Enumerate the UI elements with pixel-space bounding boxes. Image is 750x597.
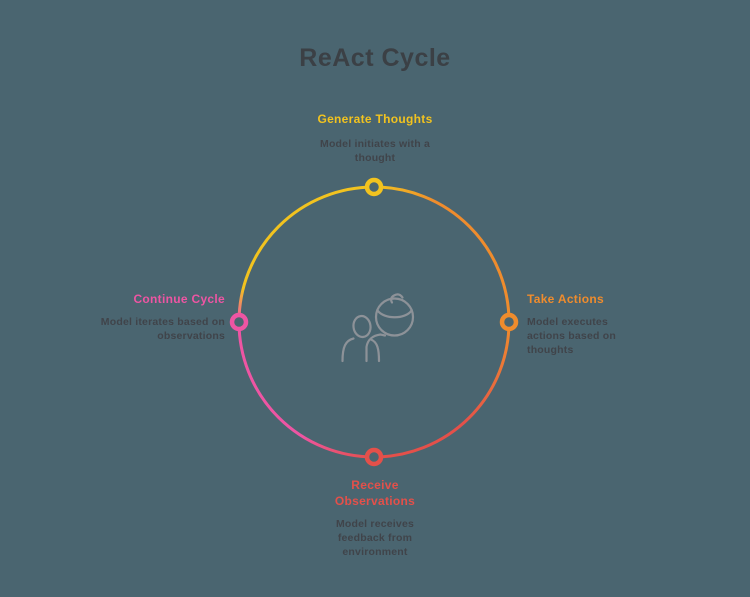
orb-swirl <box>390 293 404 304</box>
stage-desc-receive-observations: Model receives feedback from environment <box>335 518 415 558</box>
stage-desc-take-actions: Model executes actions based on thoughts <box>527 316 616 356</box>
arc-generate-to-actions <box>372 185 511 324</box>
arc-actions-to-observations <box>372 320 511 459</box>
stage-label-continue-cycle: Continue Cycle <box>133 292 225 306</box>
stage-label-generate-thoughts: Generate Thoughts <box>317 112 433 126</box>
node-generate-thoughts <box>364 177 384 197</box>
stage-label-take-actions: Take Actions <box>527 292 604 306</box>
cycle-ring <box>237 185 511 459</box>
person-head <box>352 314 372 339</box>
orb-circle <box>374 297 415 337</box>
node-receive-observations <box>364 447 384 467</box>
orb-rim <box>376 309 413 319</box>
node-continue-cycle <box>229 312 249 332</box>
page-title: ReAct Cycle <box>299 44 451 72</box>
node-take-actions <box>499 312 519 332</box>
stage-desc-generate-thoughts: Model initiates with a thought <box>320 138 430 164</box>
stage-desc-continue-cycle: Model iterates based on observations <box>100 316 225 342</box>
stage-label-receive-observations: Receive Observations <box>334 478 416 508</box>
person-torso-right <box>369 338 381 363</box>
stage-nodes <box>229 177 519 467</box>
person-crystal-ball-icon <box>341 293 415 363</box>
person-torso-left <box>341 337 355 363</box>
arc-continue-to-generate <box>237 185 376 324</box>
arc-observations-to-continue <box>237 320 376 459</box>
person-arm <box>365 333 387 363</box>
